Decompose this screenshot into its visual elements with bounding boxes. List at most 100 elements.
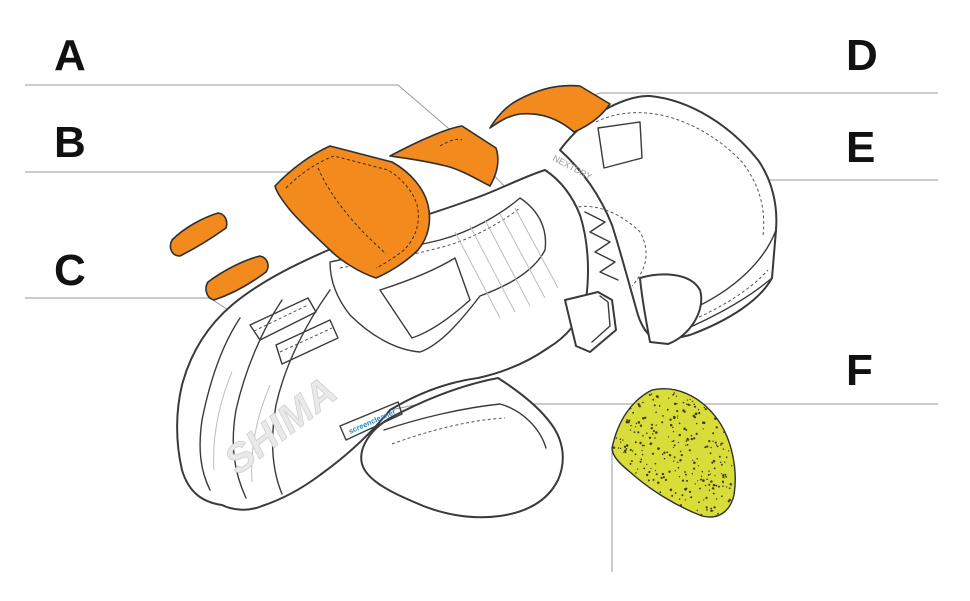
foam-speckle <box>623 445 627 448</box>
foam-speckle <box>643 467 646 470</box>
foam-speckle <box>617 447 620 449</box>
foam-speckle <box>662 476 665 479</box>
foam-speckle <box>690 437 693 441</box>
foam-insert-f <box>611 388 736 518</box>
foam-speckle <box>725 486 728 488</box>
zigzag-panel-stitch <box>567 206 647 287</box>
foam-speckle <box>694 412 698 416</box>
foam-speckle <box>696 458 698 460</box>
foam-speckle <box>641 449 643 452</box>
foam-speckle <box>690 434 693 437</box>
foam-speckle <box>654 469 657 472</box>
foam-speckle <box>635 422 638 425</box>
foam-speckle <box>685 428 688 431</box>
foam-speckle <box>659 491 662 494</box>
foam-speckle <box>629 462 632 465</box>
foam-speckle <box>697 465 700 467</box>
foam-speckle <box>657 447 660 450</box>
cuff-stitch <box>595 112 765 237</box>
foam-speckle <box>686 444 689 446</box>
cuff-window <box>597 121 643 169</box>
foam-speckle <box>716 445 719 448</box>
foam-speckle <box>701 470 704 473</box>
screencleaner-patch <box>339 401 403 441</box>
foam-speckle <box>647 479 650 482</box>
foam-speckle <box>686 399 689 401</box>
foam-speckle <box>672 426 674 429</box>
foam-speckle <box>663 457 666 460</box>
foam-speckle <box>715 444 718 446</box>
foam-speckle <box>655 473 658 476</box>
pad-b-stitch-outer <box>285 155 419 269</box>
foam-speckle <box>669 418 672 421</box>
foam-speckle <box>639 441 642 445</box>
foam-speckle <box>693 461 696 464</box>
foam-speckle <box>667 436 670 438</box>
padding-parts <box>169 84 611 301</box>
foam-speckle <box>717 485 720 488</box>
pad-a-stitch <box>439 138 463 147</box>
foam-speckle <box>649 442 653 445</box>
foam-speckle <box>673 402 677 406</box>
finger-highlight-2 <box>251 384 271 483</box>
foam-speckle <box>629 407 632 410</box>
foam-speckle <box>673 417 676 420</box>
foam-speckle <box>634 453 637 456</box>
foam-speckle <box>652 478 655 481</box>
foam-speckle <box>709 452 712 455</box>
foam-speckle <box>668 470 671 473</box>
foam-speckle <box>712 440 714 442</box>
foam-speckle <box>655 424 657 426</box>
foam-speckle <box>628 419 631 422</box>
foam-speckle <box>717 512 719 515</box>
foam-speckle <box>642 417 645 420</box>
foam-speckle <box>678 422 681 425</box>
foam-speckle <box>718 455 721 458</box>
foam-speckle <box>651 452 655 455</box>
foam-speckle <box>642 401 644 404</box>
foam-speckle <box>693 403 696 405</box>
foam-speckle <box>635 472 637 474</box>
foam-speckle <box>611 449 614 452</box>
callout-a: A <box>54 31 86 80</box>
foam-speckle <box>619 441 622 443</box>
foam-speckle <box>708 483 711 486</box>
pad-d-cuff <box>489 84 611 133</box>
foam-speckle <box>706 445 709 448</box>
foam-speckle <box>650 467 652 470</box>
foam-speckle <box>679 458 682 462</box>
foam-speckle <box>634 441 637 444</box>
foam-speckle <box>675 395 678 397</box>
foam-speckle <box>714 417 717 420</box>
foam-speckle <box>702 428 704 430</box>
foam-speckle <box>698 411 701 415</box>
foam-speckle <box>684 473 687 476</box>
foam-speckle <box>648 436 652 440</box>
foam-texture <box>611 392 733 517</box>
glove-illustration: NEXTDRY SHIMA <box>176 94 778 519</box>
finger-line-2 <box>232 299 283 499</box>
foam-speckle <box>685 479 689 482</box>
foam-speckle <box>632 411 635 414</box>
foam-speckle <box>630 460 633 463</box>
foam-speckle <box>693 405 697 408</box>
foam-speckle <box>703 406 705 409</box>
foam-speckle <box>673 392 675 394</box>
foam-speckle <box>655 411 657 414</box>
foam-speckle <box>654 462 657 465</box>
foam-speckle <box>712 488 715 490</box>
foam-speckle <box>657 481 660 484</box>
foam-speckle <box>674 470 676 472</box>
foam-speckle <box>685 440 688 442</box>
foam-speckle <box>619 447 622 450</box>
foam-speckle <box>721 480 724 483</box>
glove-cuff <box>559 94 778 343</box>
pad-b-stitch-inner <box>317 167 387 255</box>
foam-speckle <box>669 423 673 427</box>
foam-speckle <box>680 453 683 457</box>
foam-speckle <box>694 483 696 485</box>
foam-speckle <box>728 487 731 490</box>
foam-speckle <box>705 506 708 509</box>
foam-speckle <box>663 451 666 454</box>
